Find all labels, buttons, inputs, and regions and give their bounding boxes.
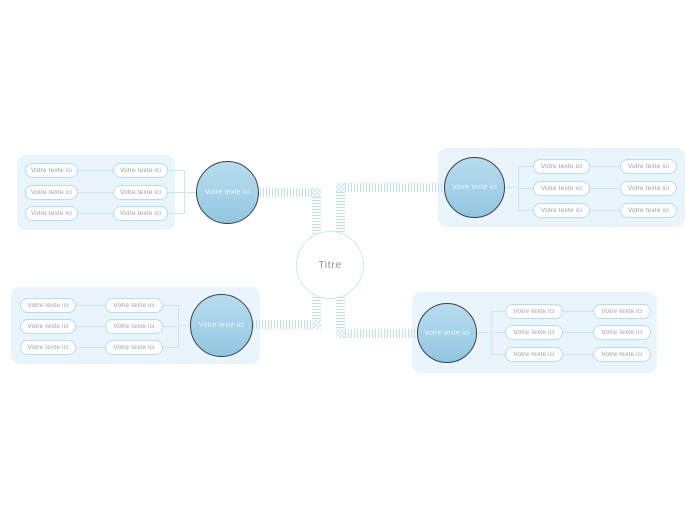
branch-node-bottom-right[interactable]: Votre texte ici xyxy=(417,303,477,363)
subtopic-connector xyxy=(168,213,184,214)
ribbon-bottom-right-horizontal xyxy=(345,329,419,338)
subtopic-connector xyxy=(76,305,105,306)
subtopic-pill[interactable]: Votre texte ici xyxy=(113,163,168,178)
ribbon-top-right-horizontal xyxy=(345,183,447,192)
subtopic-connector xyxy=(518,166,533,167)
subtopic-connector xyxy=(563,332,593,333)
subtopic-pill[interactable]: Votre texte ici xyxy=(105,319,163,334)
subtopic-connector xyxy=(78,192,113,193)
subtopic-bus-line xyxy=(178,305,179,348)
subtopic-pill[interactable]: Votre texte ici xyxy=(25,163,78,178)
subtopic-pill[interactable]: Votre texte ici xyxy=(593,304,651,319)
subtopic-pill[interactable]: Votre texte ici xyxy=(25,206,78,221)
subtopic-connector xyxy=(590,166,620,167)
subtopic-connector xyxy=(590,210,620,211)
ribbon-bottom-right-vertical xyxy=(336,294,345,330)
subtopic-connector xyxy=(163,326,178,327)
ribbon-top-right-elbow xyxy=(336,183,345,192)
subtopic-connector xyxy=(163,305,178,306)
subtopic-connector xyxy=(518,188,533,189)
central-topic[interactable]: Titre xyxy=(296,231,364,299)
subtopic-connector xyxy=(78,170,113,171)
subtopic-connector xyxy=(76,347,105,348)
subtopic-pill[interactable]: Votre texte ici xyxy=(620,159,677,174)
subtopic-pill[interactable]: Votre texte ici xyxy=(533,181,590,196)
subtopic-pill[interactable]: Votre texte ici xyxy=(620,203,677,218)
subtopic-pill[interactable]: Votre texte ici xyxy=(113,206,168,221)
subtopic-connector xyxy=(168,170,184,171)
subtopic-connector xyxy=(168,192,184,193)
branch-node-top-left[interactable]: Votre texte ici xyxy=(196,161,259,224)
subtopic-pill[interactable]: Votre texte ici xyxy=(533,203,590,218)
subtopic-connector xyxy=(518,210,533,211)
ribbon-top-left-horizontal xyxy=(257,188,312,197)
subtopic-pill[interactable]: Votre texte ici xyxy=(533,159,590,174)
node-link-line xyxy=(184,192,197,193)
subtopic-connector xyxy=(563,354,593,355)
subtopic-bus-line xyxy=(491,311,492,355)
subtopic-connector xyxy=(78,213,113,214)
subtopic-pill[interactable]: Votre texte ici xyxy=(505,304,563,319)
subtopic-pill[interactable]: Votre texte ici xyxy=(505,347,563,362)
node-link-line xyxy=(178,325,191,326)
subtopic-pill[interactable]: Votre texte ici xyxy=(593,347,651,362)
subtopic-pill[interactable]: Votre texte ici xyxy=(20,298,76,313)
ribbon-bottom-left-horizontal xyxy=(250,320,312,329)
subtopic-pill[interactable]: Votre texte ici xyxy=(113,185,168,200)
subtopic-pill[interactable]: Votre texte ici xyxy=(25,185,78,200)
subtopic-connector xyxy=(563,311,593,312)
node-link-line xyxy=(477,332,491,333)
subtopic-connector xyxy=(76,326,105,327)
ribbon-bottom-left-elbow xyxy=(312,320,321,329)
subtopic-pill[interactable]: Votre texte ici xyxy=(105,340,163,355)
subtopic-pill[interactable]: Votre texte ici xyxy=(620,181,677,196)
subtopic-pill[interactable]: Votre texte ici xyxy=(20,319,76,334)
ribbon-bottom-left-vertical xyxy=(312,294,321,321)
subtopic-connector xyxy=(491,354,505,355)
ribbon-top-left-vertical xyxy=(312,197,321,237)
subtopic-connector xyxy=(491,311,505,312)
ribbon-top-right-vertical xyxy=(336,192,345,236)
subtopic-pill[interactable]: Votre texte ici xyxy=(505,325,563,340)
branch-node-bottom-left[interactable]: Votre texte ici xyxy=(190,294,253,357)
ribbon-top-left-elbow xyxy=(312,188,321,197)
ribbon-bottom-right-elbow xyxy=(336,329,345,338)
subtopic-pill[interactable]: Votre texte ici xyxy=(105,298,163,313)
subtopic-pill[interactable]: Votre texte ici xyxy=(20,340,76,355)
subtopic-connector xyxy=(590,188,620,189)
subtopic-pill[interactable]: Votre texte ici xyxy=(593,325,651,340)
subtopic-connector xyxy=(163,347,178,348)
branch-node-top-right[interactable]: Votre texte ici xyxy=(444,157,505,218)
subtopic-connector xyxy=(491,332,505,333)
node-link-line xyxy=(505,187,518,188)
